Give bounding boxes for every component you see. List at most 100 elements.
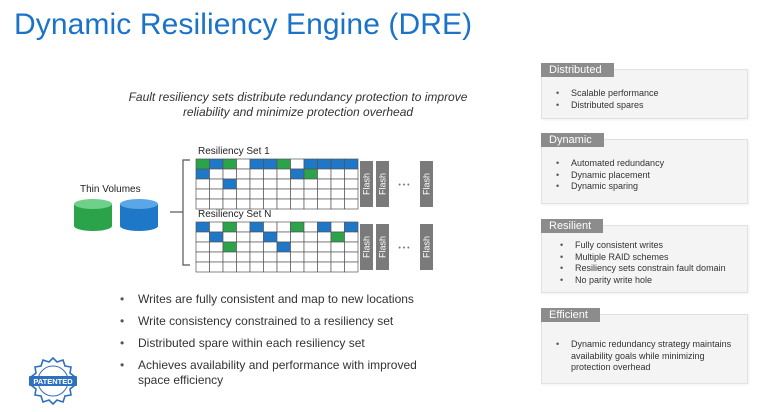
grid-cell: [303, 241, 318, 253]
card-item: No parity write hole: [560, 275, 726, 287]
grid-cell: [276, 198, 291, 210]
grid-cell: [195, 221, 210, 233]
flash-drive: Flash: [360, 224, 373, 270]
grid-cell: [276, 188, 291, 200]
grid-cell: [236, 231, 251, 243]
grid-cell: [290, 241, 305, 253]
grid-cell: [222, 198, 237, 210]
grid-cell: [330, 198, 345, 210]
grid-cell: [290, 221, 305, 233]
grid-cell: [303, 261, 318, 273]
resiliency-set-1-label: Resiliency Set 1: [198, 146, 270, 157]
grid-cell: [344, 198, 359, 210]
grid-cell: [290, 178, 305, 190]
grid-cell: [276, 231, 291, 243]
badge-text: PATENTED: [33, 377, 73, 386]
grid-cell: [236, 221, 251, 233]
card-item: Dynamic placement: [556, 170, 664, 182]
grid-cell: [344, 178, 359, 190]
card-item: Scalable performance: [556, 88, 659, 100]
grid-cell: [249, 231, 264, 243]
grid-cell: [344, 221, 359, 233]
grid-cell: [222, 231, 237, 243]
grid-cell: [195, 158, 210, 170]
grid-cell: [276, 261, 291, 273]
card-title: Efficient: [541, 308, 600, 322]
grid-cell: [330, 251, 345, 263]
grid-cell: [276, 241, 291, 253]
grid-cell: [236, 261, 251, 273]
flash-drive: Flash: [376, 224, 389, 270]
grid-cell: [195, 188, 210, 200]
grid-cell: [263, 198, 278, 210]
grid-cell: [263, 251, 278, 263]
grid-cell: [263, 231, 278, 243]
grid-cell: [209, 188, 224, 200]
grid-cell: [249, 221, 264, 233]
grid-cell: [330, 188, 345, 200]
grid-cell: [263, 241, 278, 253]
grid-cell: [330, 231, 345, 243]
flash-label: Flash: [362, 236, 372, 258]
grid-cell: [263, 221, 278, 233]
grid-cell: [276, 158, 291, 170]
grid-cell: [290, 168, 305, 180]
grid-cell: [330, 168, 345, 180]
grid-cell: [290, 251, 305, 263]
grid-cell: [276, 168, 291, 180]
grid-cell: [249, 251, 264, 263]
bullet-item: Write consistency constrained to a resil…: [120, 314, 450, 329]
bullet-item: Writes are fully consistent and map to n…: [120, 292, 450, 307]
grid-cell: [290, 231, 305, 243]
grid-cell: [249, 241, 264, 253]
grid-cell: [303, 158, 318, 170]
grid-cell: [344, 241, 359, 253]
grid-cell: [236, 241, 251, 253]
grid-cell: [344, 261, 359, 273]
grid-cell: [317, 178, 332, 190]
grid-cell: [344, 158, 359, 170]
flash-drive: Flash: [420, 224, 433, 270]
card-item: Dynamic sparing: [556, 181, 664, 193]
thin-volume-blue: [120, 199, 158, 231]
slide-title: Dynamic Resiliency Engine (DRE): [14, 8, 473, 41]
grid-cell: [290, 158, 305, 170]
grid-cell: [222, 168, 237, 180]
grid-cell: [303, 168, 318, 180]
grid-cell: [222, 221, 237, 233]
card-item: Resiliency sets constrain fault domain: [560, 263, 726, 275]
patented-badge-icon: PATENTED: [29, 356, 77, 406]
grid-cell: [236, 251, 251, 263]
card-efficient: Efficient Dynamic redundancy strategy ma…: [541, 308, 748, 384]
card-item: Distributed spares: [556, 100, 659, 112]
bullet-item: Distributed spare within each resiliency…: [120, 336, 450, 351]
card-dynamic: Dynamic Automated redundancy Dynamic pla…: [541, 133, 748, 204]
grid-cell: [317, 261, 332, 273]
grid-cell: [209, 231, 224, 243]
card-title: Distributed: [541, 63, 614, 77]
grid-cell: [263, 168, 278, 180]
grid-cell: [344, 251, 359, 263]
grid-cell: [290, 261, 305, 273]
flash-drive: Flash: [420, 161, 433, 207]
grid-cell: [344, 188, 359, 200]
grid-cell: [249, 198, 264, 210]
card-item: Fully consistent writes: [560, 240, 726, 252]
card-list: Dynamic redundancy strategy maintains av…: [556, 339, 736, 374]
card-item: Dynamic redundancy strategy maintains av…: [556, 339, 736, 374]
grid-cell: [236, 168, 251, 180]
resiliency-set-grid: [195, 221, 359, 273]
grid-cell: [209, 198, 224, 210]
grid-cell: [249, 261, 264, 273]
grid-cell: [209, 221, 224, 233]
grid-cell: [317, 188, 332, 200]
grid-cell: [209, 251, 224, 263]
grid-cell: [209, 158, 224, 170]
card-resilient: Resilient Fully consistent writes Multip…: [541, 219, 748, 293]
grid-cell: [236, 178, 251, 190]
card-distributed: Distributed Scalable performance Distrib…: [541, 63, 748, 119]
flash-label: Flash: [362, 173, 372, 195]
ellipsis-label: • • •: [398, 182, 410, 189]
grid-cell: [236, 188, 251, 200]
grid-cell: [236, 198, 251, 210]
